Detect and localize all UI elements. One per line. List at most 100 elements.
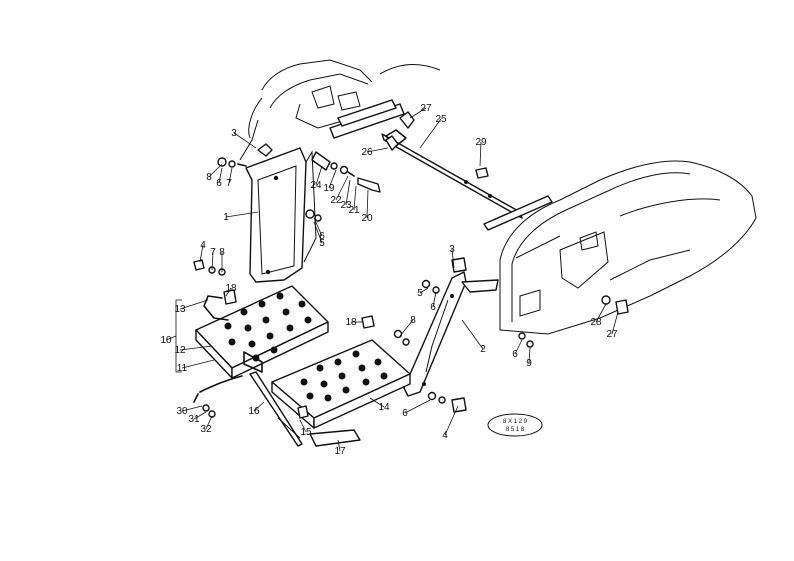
leader-line	[208, 163, 223, 178]
callout-number: 30	[176, 406, 188, 417]
leader-line	[399, 319, 414, 337]
part-stamp: 8 X 1 2 9 8 5 1 8	[487, 413, 543, 437]
support-rods	[249, 371, 361, 447]
leader-line	[335, 175, 349, 201]
callout-number: 12	[174, 345, 186, 356]
callout-number: 21	[348, 205, 360, 216]
leader-line	[528, 347, 531, 364]
callout-number: 11	[177, 363, 188, 374]
callout-number: 18	[345, 317, 357, 328]
leader-line	[313, 217, 323, 237]
callout-number: 5	[417, 288, 423, 299]
leader-line	[205, 415, 213, 430]
leader-line	[366, 147, 389, 153]
leader-line	[514, 339, 523, 355]
callout-number: 4	[200, 240, 206, 251]
callout-number: 22	[330, 195, 342, 206]
leader-line	[253, 401, 265, 412]
leader-line	[328, 169, 337, 189]
leader-line	[419, 118, 442, 149]
leader-line	[299, 419, 307, 433]
leader-lines	[165, 107, 619, 452]
leader-line	[179, 299, 209, 310]
leader-line	[479, 141, 482, 167]
callout-number: 7	[210, 247, 216, 258]
leader-line	[444, 405, 459, 436]
callout-number: 28	[590, 317, 602, 328]
callout-number: 13	[174, 304, 186, 315]
stamp-line-1: 8 X 1 2 9	[503, 419, 528, 425]
leader-line	[595, 303, 607, 323]
callout-number: 24	[310, 180, 322, 191]
callout-number: 6	[319, 231, 325, 242]
leader-line	[409, 107, 427, 119]
callout-number: 3	[231, 128, 237, 139]
stamp-line-2: 8 5 1 8	[506, 427, 525, 433]
leader-line	[181, 405, 203, 412]
leader-line	[366, 189, 369, 219]
callout-number: 29	[475, 137, 487, 148]
leader-line	[225, 287, 232, 297]
callout-number: 7	[226, 178, 232, 189]
leader-line	[218, 167, 223, 184]
callout-number: 20	[361, 213, 373, 224]
right-step-plate	[271, 339, 411, 429]
leader-line	[225, 211, 259, 218]
callout-number: 6	[402, 408, 408, 419]
callout-number: 6	[430, 302, 436, 313]
callout-number: 8	[410, 315, 416, 326]
right-bracket	[403, 271, 499, 397]
callout-number: 2	[480, 344, 486, 355]
callout-number: 15	[300, 427, 312, 438]
leader-line	[451, 248, 455, 269]
callout-number: 8	[219, 247, 225, 258]
callout-number: 9	[526, 358, 532, 369]
right-fender	[499, 160, 757, 335]
leader-line	[315, 165, 323, 186]
tractor-body-left	[239, 59, 441, 161]
leader-line	[337, 439, 341, 452]
callout-number: 5	[319, 238, 325, 249]
leader-line	[233, 132, 257, 149]
callout-number: 16	[248, 406, 260, 417]
leader-line	[419, 287, 429, 294]
leader-line	[461, 319, 484, 350]
left-bracket	[245, 147, 317, 283]
callout-number: 32	[200, 424, 212, 435]
left-step-plate	[195, 285, 329, 379]
callout-number: 27	[420, 103, 432, 114]
handles	[193, 295, 243, 403]
leader-line	[165, 335, 177, 341]
leader-line	[432, 291, 437, 308]
callout-number: 19	[323, 183, 335, 194]
callout-number: 10	[160, 335, 172, 346]
callout-number: 8	[206, 172, 212, 183]
callout-number: 17	[334, 446, 346, 457]
leader-line	[369, 397, 385, 408]
leader-line	[313, 221, 323, 244]
leader-line	[611, 311, 619, 335]
callout-number: 6	[216, 178, 222, 189]
callout-number: 4	[442, 430, 448, 441]
callout-number: 23	[340, 200, 352, 211]
callout-number: 25	[435, 114, 447, 125]
leader-line	[193, 411, 207, 420]
callout-number: 31	[188, 414, 200, 425]
leader-line	[404, 399, 431, 414]
leader-line	[353, 185, 357, 211]
callout-number: 26	[361, 147, 373, 158]
callout-number: 1	[223, 212, 229, 223]
leader-line	[199, 244, 204, 263]
callout-number: 27	[606, 329, 618, 340]
callout-number: 18	[225, 283, 237, 294]
leader-line	[345, 179, 351, 206]
crossbar	[329, 99, 553, 231]
callout-number: 3	[449, 244, 455, 255]
callout-number: 14	[378, 402, 390, 413]
leader-line	[179, 345, 213, 351]
leader-line	[228, 167, 233, 184]
callout-number: 6	[512, 349, 518, 360]
leader-line	[181, 359, 215, 369]
